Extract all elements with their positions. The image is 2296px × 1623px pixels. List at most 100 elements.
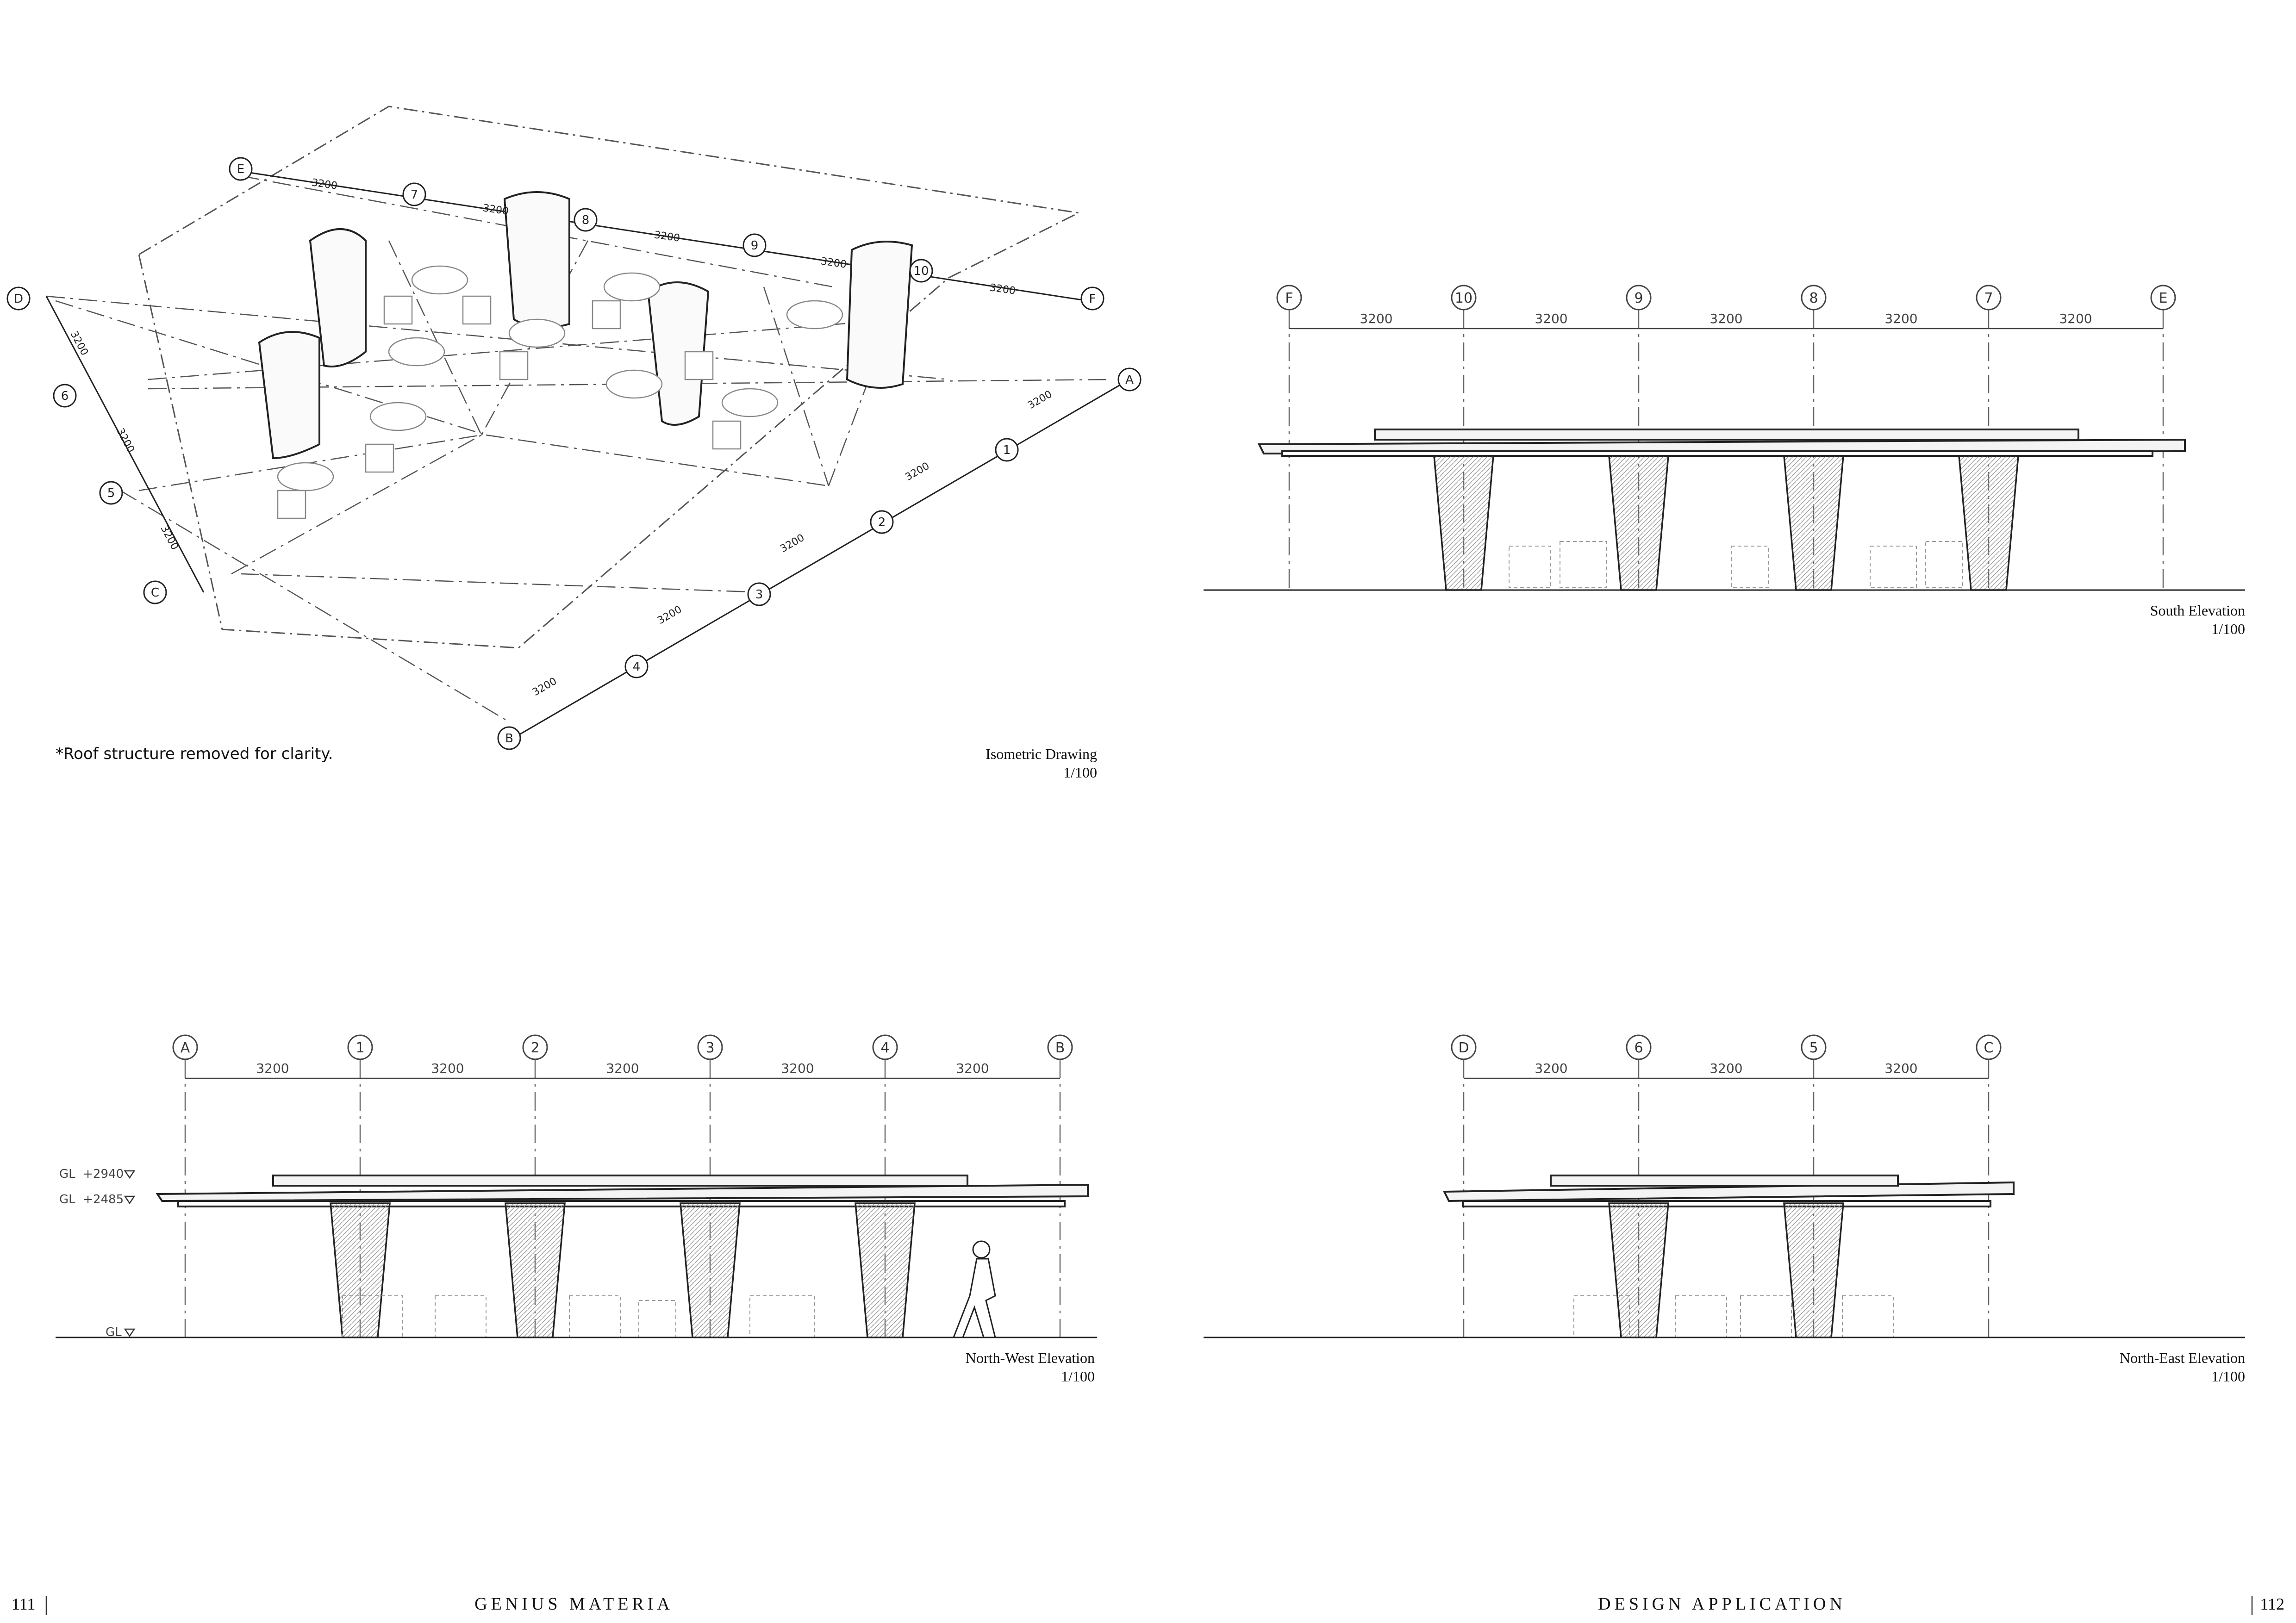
south-dim: 3200 bbox=[1884, 311, 1917, 326]
nw-dim: 3200 bbox=[956, 1061, 989, 1076]
iso-title: Isometric Drawing bbox=[986, 746, 1097, 762]
iso-dim: 3200 bbox=[903, 460, 931, 484]
iso-grid-label: 8 bbox=[582, 213, 590, 227]
iso-grid-label: 5 bbox=[107, 486, 115, 500]
nw-dim: 3200 bbox=[606, 1061, 639, 1076]
isometric-drawing bbox=[6, 106, 1142, 750]
south-grid-label: E bbox=[2159, 290, 2168, 306]
ne-grid-labels: D 6 5 C bbox=[1458, 1040, 1993, 1056]
nw-furniture bbox=[342, 1295, 815, 1338]
iso-grid-label: 2 bbox=[878, 516, 886, 529]
south-furniture bbox=[1509, 541, 1963, 588]
iso-grid-lines bbox=[46, 175, 1111, 723]
ne-dim: 3200 bbox=[1884, 1061, 1917, 1076]
ne-grid-label: C bbox=[1984, 1040, 1994, 1056]
nw-dim: 3200 bbox=[431, 1061, 464, 1076]
ne-title: North-East Elevation bbox=[2120, 1349, 2245, 1366]
iso-dim: 3200 bbox=[114, 426, 137, 454]
iso-grid-label: A bbox=[1125, 373, 1134, 387]
nw-grid-label: 3 bbox=[705, 1040, 714, 1056]
south-grid-label: F bbox=[1285, 290, 1293, 306]
northwest-elevation bbox=[56, 1034, 1097, 1338]
south-grid-bubbles bbox=[1276, 285, 2176, 311]
nw-level-labels: GL +2940 GL +2485 GL bbox=[59, 1167, 124, 1339]
ne-dim: 3200 bbox=[1535, 1061, 1567, 1076]
iso-grid-label: 1 bbox=[1003, 443, 1011, 457]
nw-level-label: GL bbox=[106, 1325, 122, 1339]
iso-dim: 3200 bbox=[158, 523, 181, 552]
iso-grid-label: 3 bbox=[755, 588, 763, 602]
nw-scale: 1/100 bbox=[1061, 1368, 1095, 1385]
nw-grid-label: 4 bbox=[880, 1040, 889, 1056]
ne-grid-bubbles bbox=[1451, 1034, 2002, 1060]
ne-scale: 1/100 bbox=[2211, 1368, 2245, 1385]
iso-grid-label: C bbox=[151, 586, 159, 600]
nw-grid-label: 2 bbox=[530, 1040, 539, 1056]
south-elevation bbox=[1204, 285, 2245, 591]
northeast-elevation bbox=[1204, 1034, 2245, 1338]
south-grid-label: 10 bbox=[1455, 290, 1472, 306]
south-dim: 3200 bbox=[2059, 311, 2092, 326]
south-grid-label: 9 bbox=[1634, 290, 1643, 306]
south-columns bbox=[1433, 455, 2019, 591]
iso-grid-label: F bbox=[1089, 292, 1096, 306]
iso-dim: 3200 bbox=[820, 255, 847, 271]
nw-grid-label: B bbox=[1055, 1040, 1065, 1056]
iso-grid-bubble-labels: E 7 8 9 10 F A 1 2 3 4 B D 6 5 C bbox=[14, 162, 1134, 746]
south-grid-label: 8 bbox=[1809, 290, 1818, 306]
iso-grid-label: 10 bbox=[913, 264, 929, 278]
iso-roof-outline bbox=[138, 106, 1081, 649]
south-grid-label: 7 bbox=[1984, 290, 1993, 306]
iso-grid-label: D bbox=[14, 292, 23, 306]
nw-level-label: GL +2940 bbox=[59, 1167, 124, 1181]
iso-dim: 3200 bbox=[1026, 389, 1054, 412]
nw-level-label: GL +2485 bbox=[59, 1193, 124, 1206]
iso-dim: 3200 bbox=[530, 676, 559, 699]
nw-dim: 3200 bbox=[256, 1061, 289, 1076]
iso-scale: 1/100 bbox=[1063, 764, 1097, 781]
iso-grid-label: 7 bbox=[411, 188, 418, 202]
nw-title: North-West Elevation bbox=[966, 1349, 1095, 1366]
iso-grid-label: B bbox=[505, 732, 513, 746]
ne-grid-label: 5 bbox=[1809, 1040, 1818, 1056]
page-number-right: 112 bbox=[2260, 1595, 2284, 1613]
nw-grid-label: A bbox=[181, 1040, 190, 1056]
south-dim: 3200 bbox=[1535, 311, 1567, 326]
south-scale: 1/100 bbox=[2211, 621, 2245, 637]
south-dims: 3200 3200 3200 3200 3200 bbox=[1360, 311, 2092, 326]
nw-level-markers bbox=[124, 1170, 136, 1337]
ne-dim: 3200 bbox=[1710, 1061, 1742, 1076]
iso-grid-label: 9 bbox=[751, 239, 759, 253]
ne-grid-label: D bbox=[1458, 1040, 1469, 1056]
nw-roof bbox=[156, 1175, 1089, 1207]
iso-dim: 3200 bbox=[655, 604, 684, 627]
ne-grid-label: 6 bbox=[1634, 1040, 1643, 1056]
page-number-left: 111 bbox=[12, 1595, 35, 1613]
iso-dim: 3200 bbox=[989, 282, 1016, 297]
south-dim: 3200 bbox=[1360, 311, 1392, 326]
nw-columns bbox=[330, 1202, 916, 1338]
nw-grid-label: 1 bbox=[356, 1040, 364, 1056]
iso-grid-bubbles bbox=[6, 157, 1142, 750]
nw-grid-labels: A 1 2 3 4 B bbox=[181, 1040, 1065, 1056]
nw-grid-bubbles bbox=[172, 1034, 1073, 1060]
south-title: South Elevation bbox=[2150, 602, 2245, 619]
south-roof bbox=[1257, 429, 2186, 457]
iso-note: *Roof structure removed for clarity. bbox=[56, 745, 333, 763]
iso-dim: 3200 bbox=[653, 229, 680, 244]
human-figure bbox=[952, 1240, 996, 1338]
iso-dim: 3200 bbox=[778, 532, 806, 555]
iso-grid-label: 6 bbox=[61, 389, 69, 403]
iso-furniture bbox=[277, 265, 843, 519]
iso-grid-label: 4 bbox=[633, 660, 641, 674]
south-dim: 3200 bbox=[1710, 311, 1742, 326]
iso-dimension-lines bbox=[45, 170, 1130, 741]
nw-dims: 3200 3200 3200 3200 3200 bbox=[256, 1061, 989, 1076]
iso-columns bbox=[258, 191, 913, 460]
south-grid-labels: F 10 9 8 7 E bbox=[1285, 290, 2167, 306]
footer: 111 GENIUS MATERIA DESIGN APPLICATION 11… bbox=[12, 1594, 2284, 1615]
ne-dims: 3200 3200 3200 bbox=[1535, 1061, 1917, 1076]
nw-dim: 3200 bbox=[781, 1061, 814, 1076]
section-title: DESIGN APPLICATION bbox=[1598, 1594, 1846, 1614]
